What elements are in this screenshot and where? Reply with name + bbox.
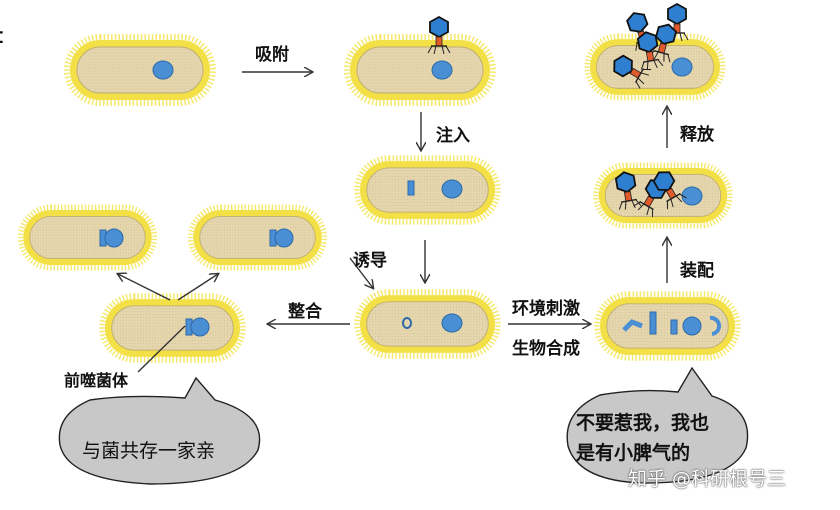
cropped-edge-text: ⊏ <box>0 24 5 48</box>
cell-adsorbed <box>347 16 493 103</box>
arrow-division-left <box>118 274 171 301</box>
circular-phage-dna <box>402 317 412 329</box>
label-release: 释放 <box>680 125 714 145</box>
label-env-stimulus: 环境刺激 <box>512 299 580 319</box>
label-induction: 诱导 <box>353 251 387 271</box>
prophage-pointer <box>137 325 186 373</box>
bubble-text-lytic-line1: 不要惹我，我也 <box>576 412 710 434</box>
cell-lysogen-left <box>21 207 155 268</box>
nucleoid <box>190 317 210 337</box>
cell-released <box>587 3 723 98</box>
cell-prophage <box>102 296 243 360</box>
cell-injected <box>357 158 498 222</box>
label-assembly: 装配 <box>680 261 714 281</box>
arrows <box>118 72 667 373</box>
arrow-induction <box>349 257 373 288</box>
nucleoid <box>671 57 693 77</box>
phage-parts <box>622 319 643 332</box>
nucleoid <box>104 228 124 248</box>
phage-parts <box>709 315 722 336</box>
speech-bubble-lysogenic <box>58 376 261 485</box>
cell-integrating <box>357 292 498 356</box>
phage-parts <box>670 319 678 335</box>
nucleoid <box>431 60 453 80</box>
label-adsorption: 吸附 <box>255 45 289 65</box>
cell-biosynthesis <box>597 294 738 358</box>
label-prophage: 前噬菌体 <box>64 371 129 390</box>
nucleoid <box>441 179 463 199</box>
nucleoid <box>274 228 294 248</box>
label-integration: 整合 <box>288 302 322 322</box>
phage-dna <box>407 180 415 196</box>
nucleoid <box>682 316 702 336</box>
nucleoid <box>441 313 463 333</box>
phage-parts <box>649 311 657 335</box>
watermark: 知乎 @科研根号三 <box>628 468 787 490</box>
label-biosynthesis: 生物合成 <box>512 339 580 359</box>
cell-initial <box>67 37 213 103</box>
label-injection: 注入 <box>436 126 470 146</box>
nucleoid <box>152 60 174 80</box>
bubble-text-lysogenic: 与菌共存一家亲 <box>82 440 216 462</box>
nucleoid <box>681 186 703 206</box>
arrow-division-right <box>177 274 218 301</box>
cell-lysogen-right <box>191 207 325 268</box>
speech-bubble-lytic <box>566 366 749 484</box>
bubble-text-lytic-line2: 是有小脾气的 <box>576 442 691 464</box>
cell-assembled <box>596 165 730 226</box>
